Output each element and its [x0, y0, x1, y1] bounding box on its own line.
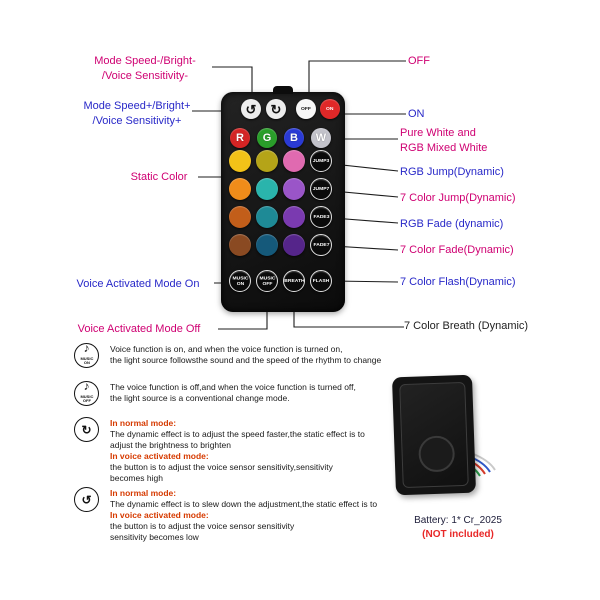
label-voice-mode-on: Voice Activated Mode On	[76, 278, 200, 290]
note-music-on-text: Voice function is on, and when the voice…	[110, 344, 420, 366]
jump3-button-label: JUMP3	[312, 157, 330, 164]
music-on-icon-text: MUSIC ON	[80, 356, 93, 365]
color-key-b-button-label: B	[290, 131, 298, 144]
dial-plus-icon: ↻	[74, 417, 99, 442]
battery-holder-image	[391, 374, 477, 496]
static-color-button-r3c2[interactable]	[256, 206, 278, 228]
dial-plus-icon-glyph: ↻	[81, 422, 92, 437]
color-key-g-button-label: G	[262, 131, 272, 144]
music-off-button-label: MUSIC OFF	[259, 275, 275, 286]
music-off-icon-text: MUSIC OFF	[80, 394, 93, 403]
music-on-icon: ♪MUSIC ON	[74, 340, 99, 368]
breath-button-label: BREATH	[283, 277, 305, 284]
label-7color-fade: 7 Color Fade(Dynamic)	[400, 244, 514, 256]
music-on-button-label: MUSIC ON	[232, 275, 248, 286]
speed-minus-dial-button[interactable]: ↺	[241, 99, 261, 119]
speed-plus-dial-button[interactable]: ↻	[266, 99, 286, 119]
note-line: In normal mode:	[110, 488, 177, 498]
music-on-icon-glyph: ♪	[83, 340, 90, 355]
color-key-r-button[interactable]: R	[230, 128, 250, 148]
note-music-off-text: The voice function is off,and when the v…	[110, 382, 420, 404]
dial-minus-icon-glyph: ↺	[81, 492, 92, 507]
breath-button[interactable]: BREATH	[283, 270, 305, 292]
color-key-w-button-label: W	[315, 131, 327, 144]
speed-minus-dial-button-label: ↺	[245, 101, 257, 117]
off-button-label: OFF	[301, 105, 311, 112]
color-key-r-button-label: R	[236, 131, 244, 144]
label-mode-speed-minus: Mode Speed-/Bright- /Voice Sensitivity-	[94, 55, 196, 82]
note-line: the button is to adjust the voice sensor…	[110, 521, 295, 531]
static-color-button-r4c1[interactable]	[229, 234, 251, 256]
note-line: the button is to adjust the voice sensor…	[110, 462, 333, 472]
label-on: ON	[408, 108, 425, 120]
static-color-button-r4c3[interactable]	[283, 234, 305, 256]
static-color-button-r2c1[interactable]	[229, 178, 251, 200]
static-color-button-r4c2[interactable]	[256, 234, 278, 256]
note-line: sensitivity becomes low	[110, 532, 199, 542]
fade7-button-label: FADE7	[313, 241, 329, 248]
on-button[interactable]: ON	[320, 99, 340, 119]
fade3-button[interactable]: FADE3	[310, 206, 332, 228]
note-speed-plus-text: In normal mode:The dynamic effect is to …	[110, 418, 420, 484]
note-line: The dynamic effect is to slew down the a…	[110, 499, 378, 509]
speed-plus-dial-button-label: ↻	[270, 101, 282, 117]
fade7-button[interactable]: FADE7	[310, 234, 332, 256]
music-off-icon: ♪MUSIC OFF	[74, 378, 99, 406]
music-off-icon-glyph: ♪	[83, 378, 90, 393]
music-on-button[interactable]: MUSIC ON	[229, 270, 251, 292]
jump7-button-label: JUMP7	[312, 185, 330, 192]
label-voice-mode-off: Voice Activated Mode Off	[77, 323, 201, 335]
jump7-button[interactable]: JUMP7	[310, 178, 332, 200]
flash-button[interactable]: FLASH	[310, 270, 332, 292]
label-mode-speed-plus: Mode Speed+/Bright+ /Voice Sensitivity+	[83, 100, 191, 127]
note-speed-minus-text: In normal mode:The dynamic effect is to …	[110, 488, 420, 543]
label-pure-white: Pure White and RGB Mixed White	[400, 127, 488, 154]
battery-not-included-text: (NOT included)	[422, 529, 494, 540]
on-button-label: ON	[326, 105, 334, 112]
note-line: The voice function is off,and when the v…	[110, 382, 356, 392]
ir-emitter	[273, 86, 293, 94]
note-line: In normal mode:	[110, 418, 177, 428]
static-color-button-r2c3[interactable]	[283, 178, 305, 200]
label-7color-jump: 7 Color Jump(Dynamic)	[400, 192, 516, 204]
battery-caption: Battery: 1* Cr_2025 (NOT included)	[392, 514, 524, 542]
color-key-b-button[interactable]: B	[284, 128, 304, 148]
label-rgb-jump: RGB Jump(Dynamic)	[400, 166, 504, 178]
music-off-button[interactable]: MUSIC OFF	[256, 270, 278, 292]
note-line: Voice function is on, and when the voice…	[110, 344, 343, 354]
note-line: In voice activated mode:	[110, 451, 209, 461]
label-7color-flash: 7 Color Flash(Dynamic)	[400, 276, 516, 288]
static-color-button-r1c3[interactable]	[283, 150, 305, 172]
dial-minus-icon: ↺	[74, 487, 99, 512]
jump3-button[interactable]: JUMP3	[310, 150, 332, 172]
color-key-g-button[interactable]: G	[257, 128, 277, 148]
label-off: OFF	[408, 55, 430, 67]
battery-caption-text: Battery: 1* Cr_2025	[414, 515, 502, 526]
flash-button-label: FLASH	[312, 277, 330, 284]
static-color-button-r1c2[interactable]	[256, 150, 278, 172]
color-key-w-button[interactable]: W	[311, 128, 331, 148]
note-line: In voice activated mode:	[110, 510, 209, 520]
note-line: adjust the brightness to brighten	[110, 440, 231, 450]
label-rgb-fade: RGB Fade (dynamic)	[400, 218, 504, 230]
label-7color-breath: 7 Color Breath (Dynamic)	[404, 320, 529, 332]
note-line: The dynamic effect is to adjust the spee…	[110, 429, 365, 439]
static-color-button-r2c2[interactable]	[256, 178, 278, 200]
off-button[interactable]: OFF	[296, 99, 316, 119]
static-color-button-r3c1[interactable]	[229, 206, 251, 228]
label-static-color: Static Color	[130, 171, 188, 183]
note-line: becomes high	[110, 473, 163, 483]
fade3-button-label: FADE3	[313, 213, 329, 220]
static-color-button-r1c1[interactable]	[229, 150, 251, 172]
note-line: the light source followsthe sound and th…	[110, 355, 382, 365]
static-color-button-r3c3[interactable]	[283, 206, 305, 228]
note-line: the light source is a conventional chang…	[110, 393, 290, 403]
